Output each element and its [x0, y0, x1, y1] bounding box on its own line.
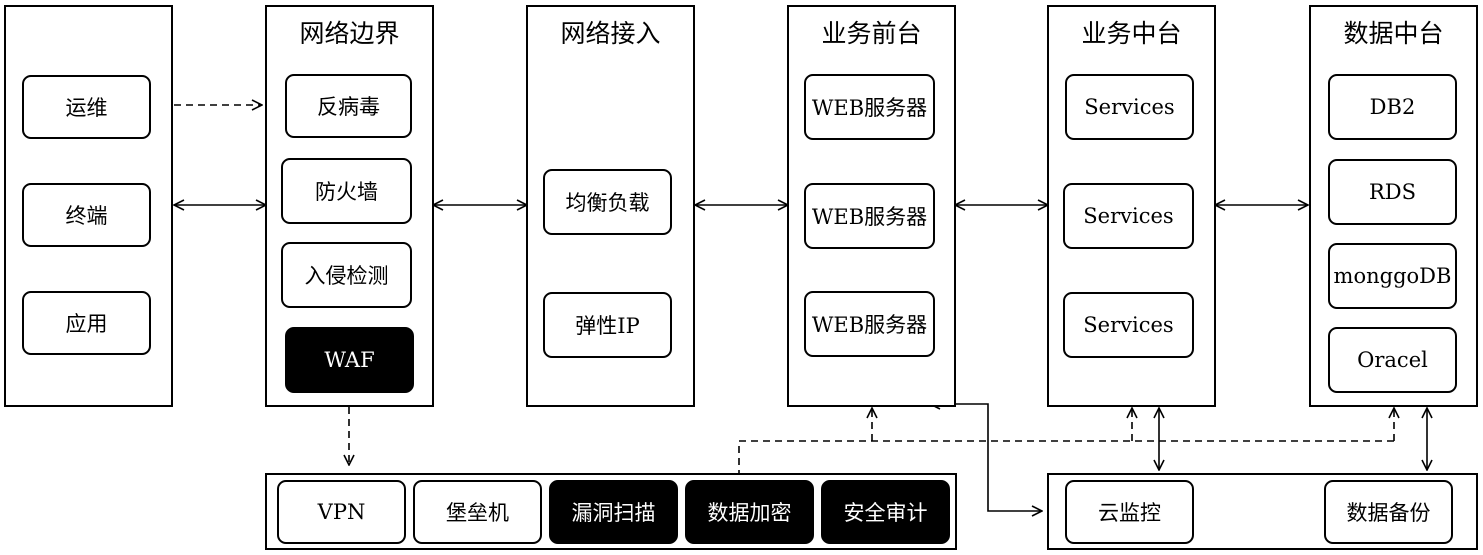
web-server-node-1[interactable]: WEB服务器 [804, 74, 935, 140]
waf-node[interactable]: WAF [285, 327, 414, 393]
client-column: 运维 终端 应用 [4, 5, 173, 407]
load-balancer-node[interactable]: 均衡负载 [543, 169, 672, 235]
vulnerability-scan-node[interactable]: 漏洞扫描 [549, 480, 678, 544]
network-boundary-column: 网络边界 反病毒 防火墙 入侵检测 WAF [265, 5, 434, 407]
bastion-host-node[interactable]: 堡垒机 [413, 480, 542, 544]
db2-node[interactable]: DB2 [1328, 74, 1457, 140]
security-audit-node[interactable]: 安全审计 [821, 480, 950, 544]
web-server-node-2[interactable]: WEB服务器 [804, 183, 935, 249]
vpn-node[interactable]: VPN [277, 480, 406, 544]
network-access-title: 网络接入 [560, 19, 661, 48]
oracle-node[interactable]: Oracel [1328, 327, 1457, 393]
network-access-column: 网络接入 均衡负载 弹性IP [526, 5, 695, 407]
business-frontend-column: 业务前台 WEB服务器 WEB服务器 WEB服务器 [787, 5, 956, 407]
intrusion-detection-node[interactable]: 入侵检测 [281, 242, 412, 308]
network-boundary-title: 网络边界 [299, 19, 400, 48]
data-middle-column: 数据中台 DB2 RDS monggoDB Oracel [1309, 5, 1478, 407]
security-tools-bar: VPN 堡垒机 漏洞扫描 数据加密 安全审计 [265, 473, 957, 550]
services-node-3[interactable]: Services [1063, 292, 1194, 358]
ops-node[interactable]: 运维 [22, 75, 151, 139]
data-backup-node[interactable]: 数据备份 [1324, 480, 1453, 544]
antivirus-node[interactable]: 反病毒 [285, 74, 412, 138]
data-encryption-node[interactable]: 数据加密 [685, 480, 814, 544]
services-node-2[interactable]: Services [1063, 183, 1194, 249]
firewall-node[interactable]: 防火墙 [281, 158, 412, 224]
business-middle-column: 业务中台 Services Services Services [1047, 5, 1216, 407]
application-node[interactable]: 应用 [22, 291, 151, 355]
business-frontend-title: 业务前台 [821, 19, 922, 48]
business-middle-title: 业务中台 [1081, 19, 1182, 48]
rds-node[interactable]: RDS [1328, 159, 1457, 225]
ops-tools-bar: 云监控 数据备份 [1047, 473, 1478, 550]
elastic-ip-node[interactable]: 弹性IP [543, 292, 672, 358]
cloud-monitor-node[interactable]: 云监控 [1065, 480, 1194, 544]
mongodb-node[interactable]: monggoDB [1328, 243, 1457, 309]
web-server-node-3[interactable]: WEB服务器 [804, 291, 935, 357]
terminal-node[interactable]: 终端 [22, 183, 151, 247]
encryption-link [738, 440, 1394, 477]
services-node-1[interactable]: Services [1065, 74, 1194, 140]
data-middle-title: 数据中台 [1343, 19, 1444, 48]
